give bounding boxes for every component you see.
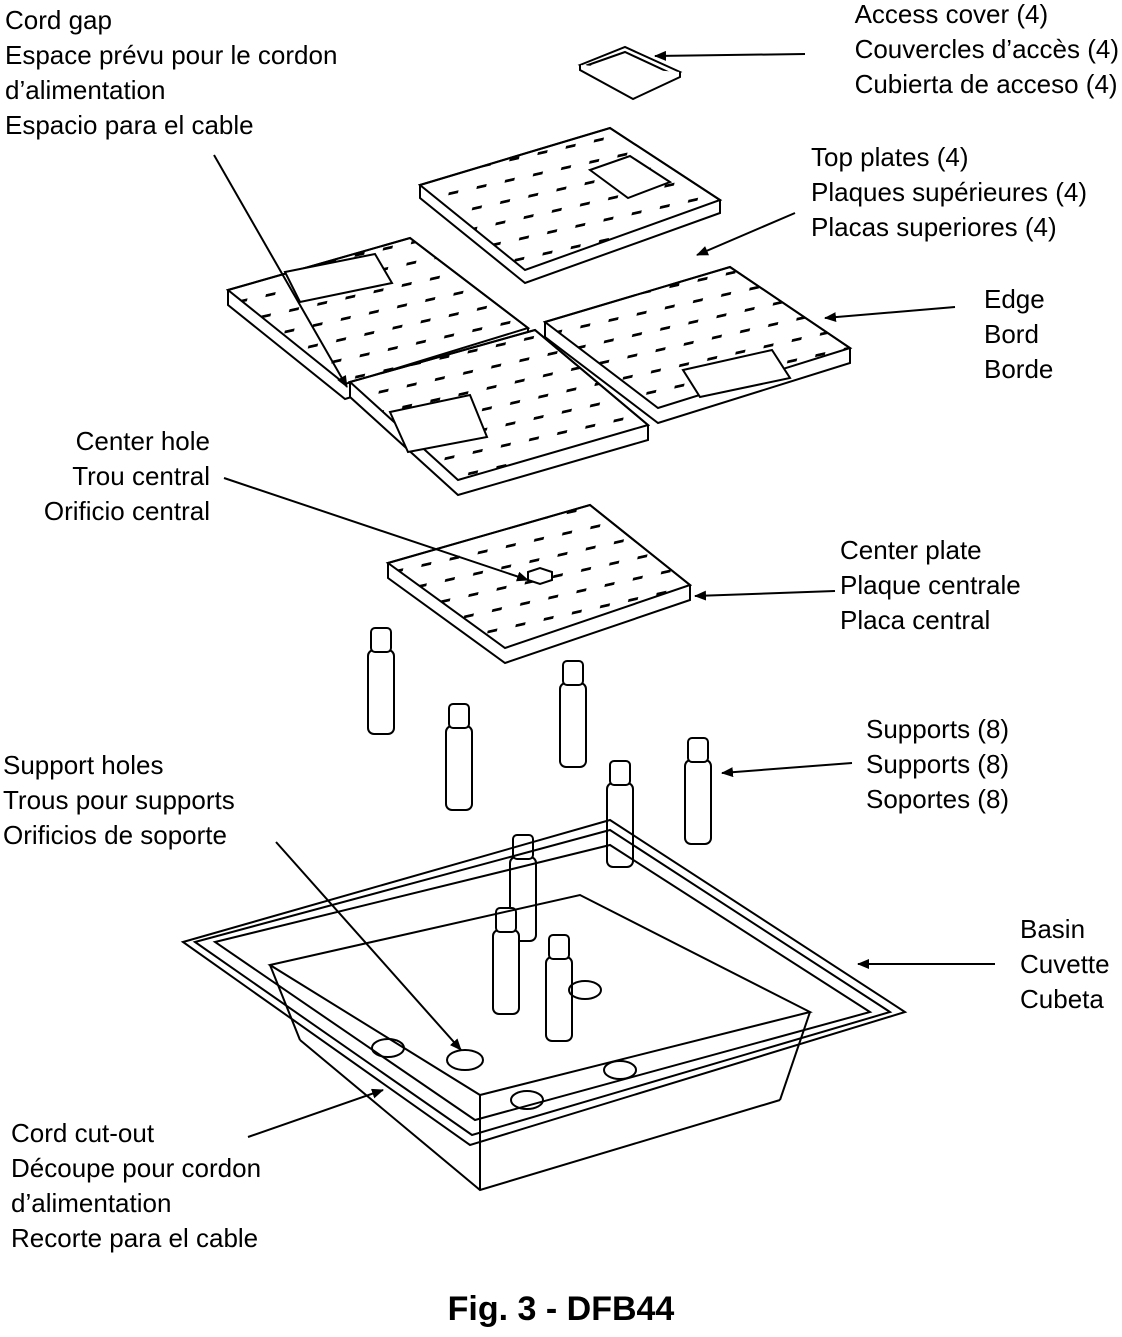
arrow-access-cover xyxy=(654,50,805,61)
support-2 xyxy=(446,704,472,810)
arrow-supports xyxy=(721,763,852,778)
arrow-top-plates xyxy=(696,213,795,255)
arrow-cord-cutout xyxy=(248,1088,384,1137)
support-5 xyxy=(607,761,633,867)
top-plate-right xyxy=(545,267,850,423)
label-supports: Supports (8)Supports (8) Soportes (8) xyxy=(866,714,1010,814)
supports xyxy=(368,628,711,1041)
label-access-cover: Access cover (4) Couvercles d’accès (4) … xyxy=(854,0,1119,99)
support-1 xyxy=(368,628,394,734)
support-7 xyxy=(493,908,519,1014)
arrow-support-holes xyxy=(276,842,461,1051)
top-plate-left xyxy=(228,238,528,399)
basin xyxy=(183,820,905,1190)
support-4 xyxy=(685,738,711,844)
arrow-cord-gap xyxy=(214,155,347,388)
arrow-center-plate xyxy=(694,591,835,601)
support-3 xyxy=(560,661,586,767)
top-plate-back xyxy=(420,128,720,283)
arrow-edge xyxy=(824,307,955,323)
figure-caption: Fig. 3 - DFB44 xyxy=(447,1290,675,1328)
arrow-center-hole xyxy=(224,478,529,582)
support-8 xyxy=(546,935,572,1041)
access-cover xyxy=(580,47,680,99)
label-top-plates: Top plates (4)Plaques supérieures (4) Pl… xyxy=(811,142,1088,242)
support-holes xyxy=(372,981,636,1109)
center-plate xyxy=(388,505,690,663)
leader-arrows xyxy=(214,50,995,1137)
top-plate-front xyxy=(350,330,648,495)
